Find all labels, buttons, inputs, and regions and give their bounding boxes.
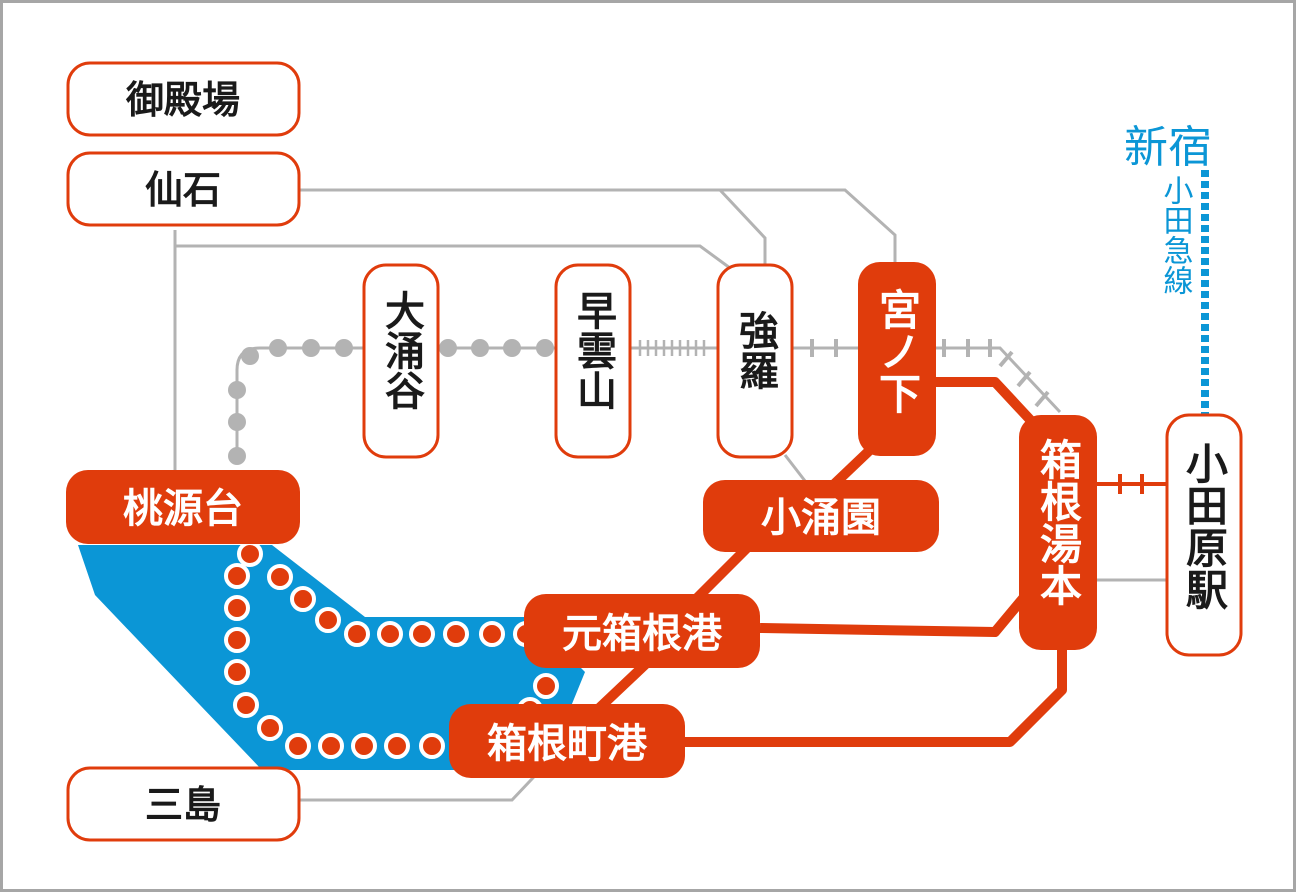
station-gora-label: 強羅 [732,310,778,390]
station-miyanoshita-label: 宮ノ下 [873,288,922,414]
red-motohakone-hakonemachi [591,656,654,716]
shinjuku-label: 新宿 [1124,122,1212,173]
route-sengoku-gora [300,188,767,265]
station-owakudani-label: 大涌谷 [378,290,425,410]
station-mishima-label: 三島 [145,783,221,827]
station-hakonemachi[interactable]: 箱根町港 [449,704,685,778]
station-mishima[interactable]: 三島 [66,766,301,842]
route-sengoku-miyanoshita [720,188,897,265]
station-hakone-yumoto[interactable]: 箱根湯本 [1019,415,1097,650]
station-owakudani[interactable]: 大涌谷 [362,263,440,459]
route-sengoku-gora-2 [175,244,731,270]
red-hakonemachi-yumoto [680,648,1067,747]
station-sengoku-label: 仙石 [145,168,221,212]
odakyu-line-label: 小田急線 [1158,175,1194,295]
red-kowakien-motohakone [691,541,754,604]
station-soun[interactable]: 早雲山 [554,263,632,459]
station-odawara-label: 小田原駅 [1180,442,1229,610]
station-soun-label: 早雲山 [570,290,616,410]
red-motohakone-yumoto [759,586,1034,637]
station-gotemba[interactable]: 御殿場 [66,61,301,137]
station-kowakien-label: 小涌園 [761,495,881,541]
station-motohakone[interactable]: 元箱根港 [524,594,760,668]
ropeway-dots [228,339,554,465]
cable-car [630,340,718,356]
station-miyanoshita[interactable]: 宮ノ下 [858,262,936,456]
station-odawara[interactable]: 小田原駅 [1165,413,1243,657]
station-sengoku[interactable]: 仙石 [66,151,301,227]
station-gotemba-label: 御殿場 [125,78,240,122]
bus-trunk-red [591,377,1067,747]
station-gora[interactable]: 強羅 [716,263,794,459]
station-kowakien[interactable]: 小涌園 [703,480,939,552]
red-yumoto-odawara [1096,474,1168,494]
station-togendai-label: 桃源台 [123,486,243,532]
station-hakonemachi-label: 箱根町港 [487,721,648,767]
red-miyanoshita-yumoto [935,377,1039,429]
station-togendai[interactable]: 桃源台 [66,470,300,544]
station-motohakone-label: 元箱根港 [562,611,723,657]
tozan-railway-gray [790,339,1062,414]
station-hakone-yumoto-label: 箱根湯本 [1034,438,1083,606]
